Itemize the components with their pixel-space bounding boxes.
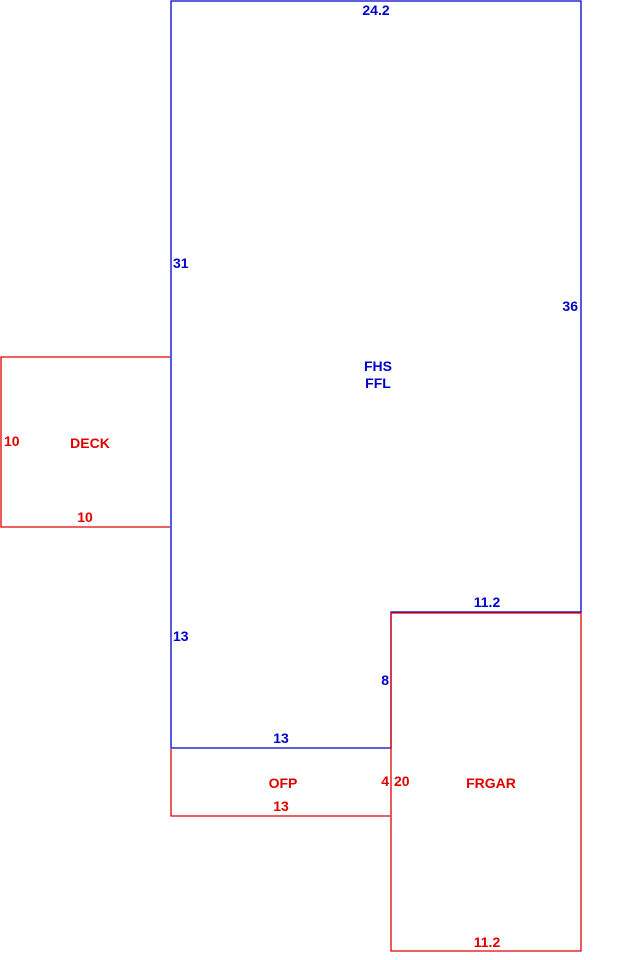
main-house-label-2: FFL [365,375,391,391]
main-house-label-1: FHS [364,358,392,374]
dim-right: 36 [562,298,578,314]
garage-dim-left: 20 [394,773,410,789]
dim-left-upper: 31 [173,255,189,271]
porch-dim-bottom: 13 [273,798,289,814]
garage-outline [390,612,582,952]
deck-dim-left: 10 [4,433,20,449]
dim-top: 24.2 [362,2,389,18]
deck-dim-bottom: 10 [77,509,93,525]
porch-label: OFP [269,775,298,791]
dim-left-lower: 13 [173,628,189,644]
porch-outline [170,749,390,817]
deck-label: DECK [70,435,110,451]
porch-dim-right: 4 [381,773,389,789]
garage-dim-bottom: 11.2 [474,934,501,950]
dim-bottom-left: 13 [273,730,289,746]
deck-outline [0,356,170,528]
main-house-outline [170,0,582,749]
garage-label: FRGAR [466,775,516,791]
dim-step-vertical: 8 [381,672,389,688]
dim-step-horizontal: 11.2 [474,594,501,610]
